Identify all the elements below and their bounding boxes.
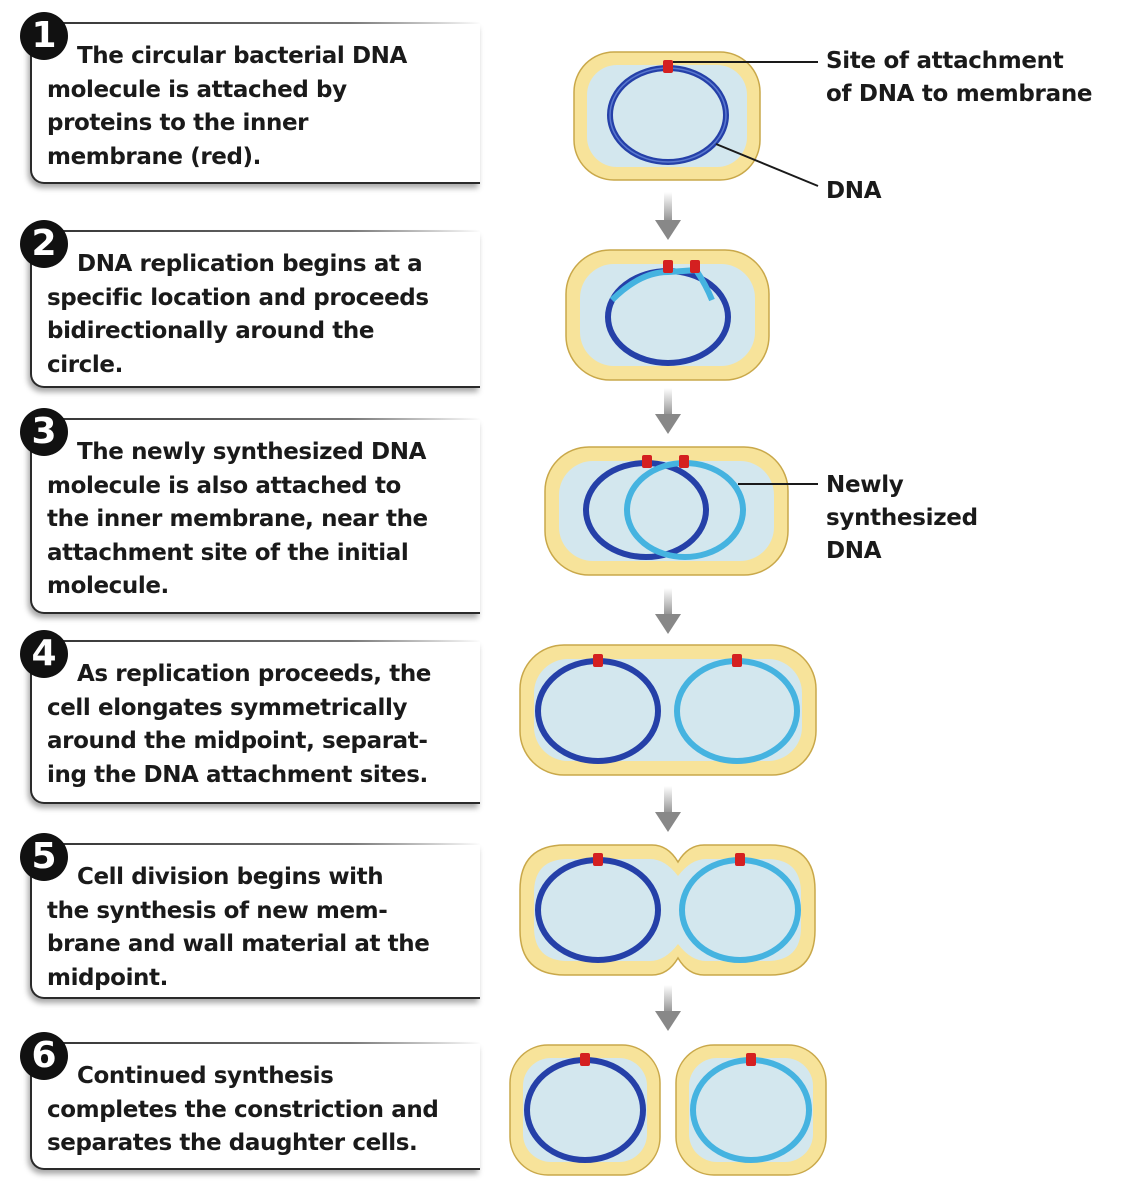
cell-stage-5 — [519, 844, 816, 976]
step-text: The newly synthesized DNA molecule is al… — [32, 420, 480, 612]
attachment-protein — [690, 260, 700, 273]
step-box-3: 3 The newly synthesized DNA molecule is … — [20, 408, 480, 614]
step-line: brane and wall material at the — [47, 931, 430, 957]
step-line: cell elongates symmetrically — [47, 694, 408, 721]
step-line: molecule is attached by — [47, 76, 347, 103]
step-line: molecule. — [47, 573, 169, 599]
label-attachment-site: Site of attachment — [826, 48, 1064, 74]
down-arrow-icon — [655, 388, 681, 434]
cytoplasm — [534, 859, 801, 961]
step-text: Cell division begins with the synthesis … — [32, 845, 480, 1003]
cell-stage-4 — [519, 644, 817, 776]
step-line: The circular bacterial DNA — [77, 43, 407, 69]
label-newly-synthesized-line3: DNA — [826, 538, 882, 564]
cytoplasm — [587, 65, 747, 167]
cell-stage-6 — [509, 1044, 827, 1176]
step-box-2: 2 DNA replication begins at a specific l… — [20, 220, 480, 390]
cytoplasm — [559, 461, 774, 561]
step-number-badge: 4 — [20, 630, 68, 678]
step-line: DNA replication begins at a — [77, 251, 423, 277]
step-line: Cell division begins with — [77, 864, 384, 890]
attachment-protein — [642, 455, 652, 468]
step-number-badge: 2 — [20, 220, 68, 268]
step-line: separates the daughter cells. — [47, 1130, 418, 1156]
label-attachment-site-line2: of DNA to membrane — [826, 81, 1092, 107]
step-line: ing the DNA attachment sites. — [47, 761, 428, 788]
step-line: membrane (red). — [47, 143, 262, 170]
step-line: proteins to the inner — [47, 110, 309, 136]
step-text: Continued synthesis completes the constr… — [32, 1044, 480, 1169]
step-line: circle. — [47, 351, 123, 378]
attachment-protein — [663, 60, 673, 73]
step-number-badge: 5 — [20, 833, 68, 881]
step-line: Continued synthesis — [77, 1063, 334, 1089]
step-box-1: 1 The circular bacterial DNA molecule is… — [20, 12, 480, 184]
step-text: As replication proceeds, the cell elonga… — [32, 642, 480, 800]
step-line: As replication proceeds, the — [77, 661, 431, 687]
step-text: DNA replication begins at a specific loc… — [32, 232, 480, 390]
step-line: molecule is also attached to — [47, 472, 401, 499]
step-line: specific location and proceeds — [47, 284, 429, 311]
down-arrow-icon — [655, 985, 681, 1031]
cell-stage-3 — [544, 446, 789, 576]
cell-stage-2 — [565, 249, 770, 381]
step-line: the inner membrane, near the — [47, 506, 428, 532]
step-line: the synthesis of new mem- — [47, 897, 388, 924]
step-number-badge: 1 — [20, 12, 68, 60]
step-line: bidirectionally around the — [47, 318, 375, 344]
down-arrow-icon — [655, 786, 681, 832]
step-number-badge: 3 — [20, 408, 68, 456]
attachment-protein — [580, 1053, 590, 1066]
daughter-cell-right-cytoplasm — [689, 1058, 813, 1162]
step-line: midpoint. — [47, 964, 168, 991]
attachment-protein — [746, 1053, 756, 1066]
leader-line-dna — [715, 143, 819, 187]
step-line: The newly synthesized DNA — [77, 439, 426, 465]
attachment-protein — [593, 853, 603, 866]
step-box-6: 6 Continued synthesis completes the cons… — [20, 1032, 480, 1170]
attachment-protein — [679, 455, 689, 468]
dna-new — [609, 266, 715, 303]
attachment-protein — [732, 654, 742, 667]
down-arrow-icon — [655, 588, 681, 634]
cell-stage-1 — [573, 51, 761, 181]
step-text: The circular bacterial DNA molecule is a… — [32, 24, 480, 182]
attachment-protein — [593, 654, 603, 667]
label-newly-synthesized: Newly — [826, 472, 904, 498]
step-box-5: 5 Cell division begins with the synthesi… — [20, 833, 480, 999]
step-line: attachment site of the initial — [47, 539, 409, 566]
down-arrow-icon — [655, 192, 681, 240]
label-newly-synthesized-line2: synthesized — [826, 505, 978, 531]
step-number-badge: 6 — [20, 1032, 68, 1080]
step-box-4: 4 As replication proceeds, the cell elon… — [20, 630, 480, 804]
daughter-cell-left-cytoplasm — [523, 1058, 647, 1162]
step-line: around the midpoint, separat- — [47, 728, 428, 754]
attachment-protein — [663, 260, 673, 273]
step-line: completes the constriction and — [47, 1096, 439, 1123]
attachment-protein — [735, 853, 745, 866]
cytoplasm — [534, 659, 802, 761]
label-dna: DNA — [826, 178, 882, 204]
